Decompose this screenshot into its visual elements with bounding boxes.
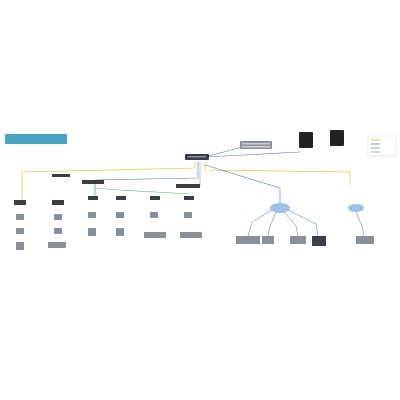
cloud-2-devices [356, 236, 374, 244]
link-core-to-workstations [204, 151, 301, 158]
device-column-2 [48, 200, 66, 248]
cloud-2-branch [355, 211, 365, 237]
device-column-3 [88, 196, 98, 236]
diagram-title [5, 134, 67, 144]
core-switch [185, 154, 209, 160]
cloud-1-branch [247, 209, 319, 237]
device-column-4 [116, 196, 126, 236]
device-column-5 [144, 196, 166, 238]
backbone-links [21, 144, 351, 204]
workstation-2 [330, 130, 344, 146]
device-column-6 [180, 196, 202, 238]
cloud-2 [348, 204, 364, 212]
link-mid-row [94, 187, 191, 195]
cloud-1 [270, 203, 290, 213]
legend [367, 135, 397, 157]
link-core-mid [94, 162, 199, 196]
switch-row-top [52, 174, 200, 188]
link-core-right-branch [204, 162, 351, 185]
server-rack [240, 141, 272, 149]
device-column-1 [14, 200, 26, 250]
cloud-1-devices [236, 236, 326, 246]
link-core-left-branch [21, 162, 196, 200]
workstation-1 [299, 132, 313, 148]
link-to-cloud-1 [204, 164, 281, 204]
